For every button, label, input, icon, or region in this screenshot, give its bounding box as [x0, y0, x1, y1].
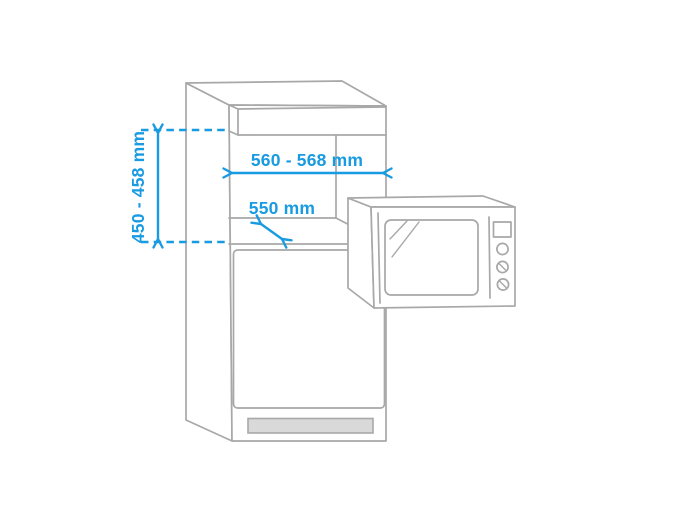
microwave-door-window	[384, 219, 479, 296]
microwave-control-panel	[488, 216, 512, 299]
button-round	[496, 242, 509, 256]
cabinet-front-face	[228, 104, 387, 442]
cabinet-filler-panel	[228, 104, 387, 136]
knob-dial-1	[496, 260, 509, 274]
microwave-top-face	[347, 195, 516, 208]
knob-circle	[496, 260, 509, 274]
control-panel-divider	[488, 216, 491, 299]
filler-panel-left-bevel	[228, 104, 239, 136]
cabinet-vent-grille	[247, 417, 374, 434]
knob-dial-2	[496, 278, 510, 291]
depth-dimension-arrow	[250, 214, 293, 249]
window-reflection-line-1	[389, 220, 408, 240]
knob-circle	[496, 278, 510, 291]
width-dimension-label: 560 - 568 mm	[251, 150, 363, 170]
cabinet-lower-door	[232, 249, 386, 409]
knob-pointer	[497, 262, 508, 272]
microwave	[347, 195, 516, 309]
microwave-side-face	[347, 197, 375, 309]
filler-panel-top-edge	[237, 106, 387, 110]
display-window	[492, 221, 512, 238]
depth-dimension-label: 550 mm	[249, 198, 315, 218]
dimension-annotations: 450 - 458 mm 560 - 568 mm 550 mm	[128, 123, 393, 249]
cabinet-side-panel	[185, 82, 233, 442]
microwave-door-hinge-line	[377, 212, 381, 304]
microwave-front-face	[370, 206, 516, 309]
window-reflection-line-2	[391, 221, 420, 258]
knob-pointer	[498, 279, 508, 290]
height-dimension-label: 450 - 458 mm	[128, 131, 148, 243]
